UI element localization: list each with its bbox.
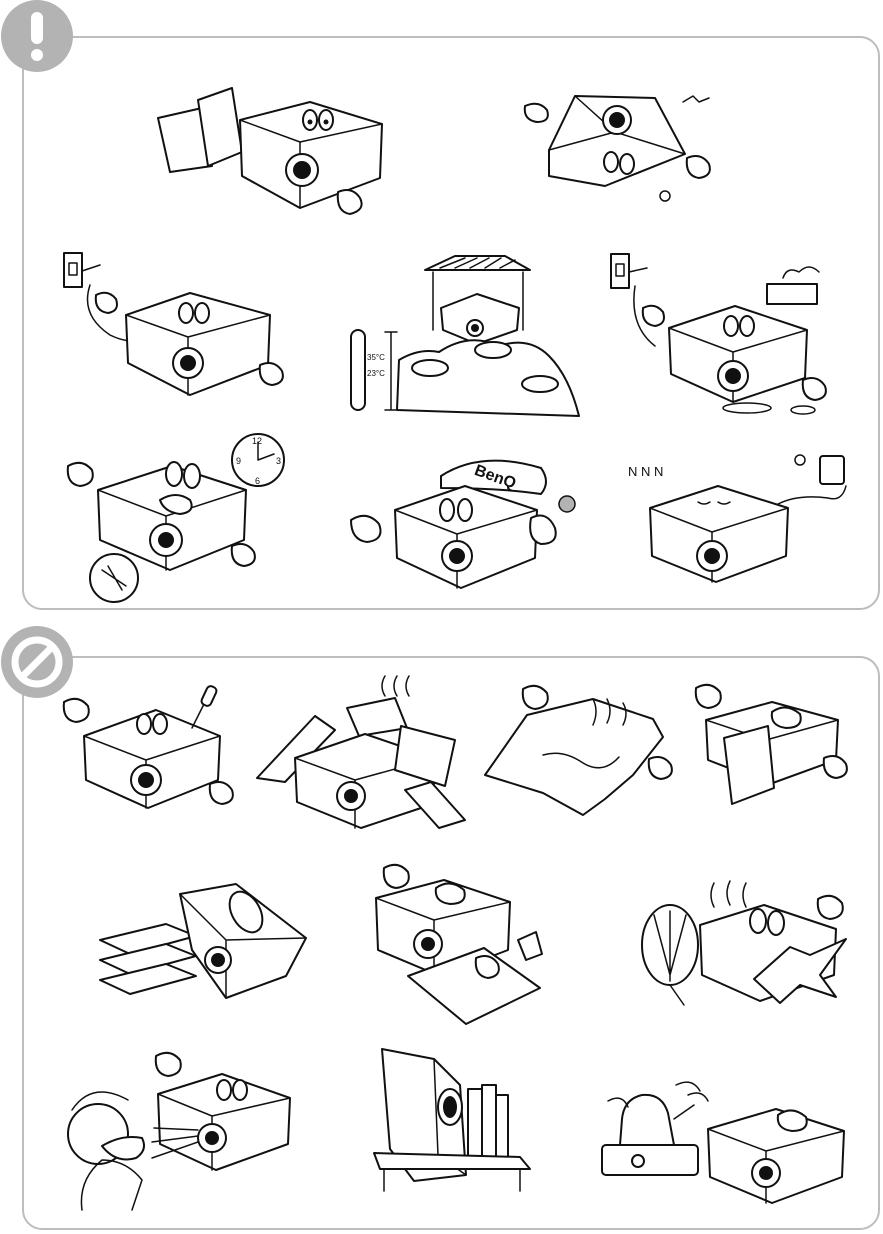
clock-6-label: 6 — [255, 476, 260, 486]
projector-eye-beam-illustration — [62, 1050, 297, 1220]
projector-sleep-illustration: N N N — [628, 450, 858, 595]
projector-upright-on-table-illustration — [370, 1045, 535, 1200]
projector-kettle-steam-illustration — [598, 1075, 848, 1220]
projector-blocked-vent-illustration — [692, 680, 862, 815]
projector-tilted-on-books-illustration — [96, 880, 311, 1005]
projector-upside-down-illustration — [515, 80, 735, 225]
projector-benq-thumbs-up-illustration: BenQ — [345, 450, 585, 600]
projector-covered-by-cloth-illustration — [483, 675, 693, 830]
temp-high-label: 35°C — [367, 353, 385, 362]
projector-covered-by-books-illustration — [255, 670, 470, 835]
projector-heat-fan-illustration — [640, 875, 855, 1020]
sleep-label: N N N — [628, 464, 663, 479]
clock-12-label: 12 — [252, 436, 262, 446]
projector-clock-time-illustration: 12 3 6 9 — [62, 430, 292, 610]
temp-low-label: 23°C — [367, 369, 385, 378]
projector-plug-in-outlet-illustration — [60, 245, 300, 410]
projector-outlet-wet-floor-illustration — [607, 250, 847, 425]
clock-3-label: 3 — [276, 456, 281, 466]
exclamation-icon — [1, 0, 73, 72]
clock-9-label: 9 — [236, 456, 241, 466]
projector-screwdriver-illustration — [60, 680, 250, 815]
projector-spilled-drink-illustration — [370, 858, 560, 1033]
projector-temperature-altitude-illustration: 35°C 23°C — [345, 250, 585, 425]
projector-read-manual-illustration — [150, 80, 390, 225]
